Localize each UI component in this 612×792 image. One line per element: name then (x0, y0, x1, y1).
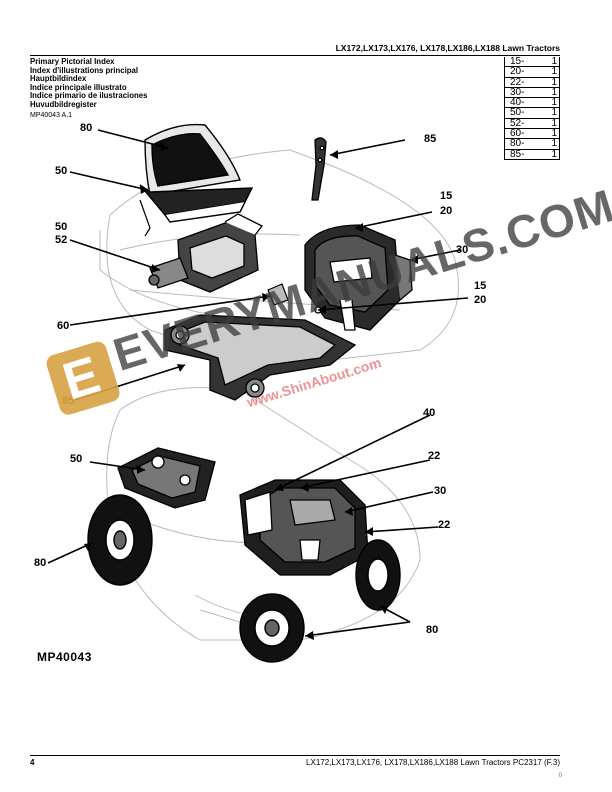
footer-mark: 0 (558, 773, 562, 779)
index-title-it: Indice principale illustrato (30, 82, 127, 92)
callout-20-mid: 20 (474, 294, 487, 306)
table-row[interactable]: 30-1 (504, 87, 560, 99)
leader-lines (47, 129, 469, 637)
index-title-en: Primary Pictorial Index (30, 57, 115, 66)
table-row[interactable]: 80-1 (504, 139, 560, 150)
callout-15-upper: 15 (440, 190, 453, 202)
ref-number: 40- (504, 98, 544, 109)
ref-number: 80- (504, 139, 544, 150)
ref-page: 1 (543, 57, 560, 68)
index-title-fr: Index d'illustrations principal (30, 65, 138, 75)
callout-20-upper: 20 (440, 205, 453, 217)
footer-text: LX172,LX173,LX176, LX178,LX186,LX188 Law… (306, 758, 560, 767)
table-row[interactable]: 85-1 (504, 149, 560, 160)
ref-page: 1 (543, 149, 560, 160)
callout-50-lower: 50 (70, 453, 83, 465)
callout-80-right-wheels: 80 (426, 624, 439, 636)
callout-85-lever: 85 (424, 133, 437, 145)
table-row[interactable]: 20-1 (504, 67, 560, 78)
callout-52-switch: 52 (55, 234, 68, 246)
callout-22-upper: 22 (428, 450, 441, 462)
ref-number: 50- (504, 108, 544, 119)
callout-50-switch: 50 (55, 221, 68, 233)
index-title-es: Indice primario de ilustraciones (30, 91, 148, 100)
table-row[interactable]: 15-1 (504, 57, 560, 68)
reference-table: 15-1 20-1 22-1 30-1 40-1 50-1 52-1 60-1 … (504, 57, 560, 160)
plate-code: MP40043 A.1 (30, 112, 73, 119)
callout-60: 60 (57, 320, 70, 332)
table-row[interactable]: 22-1 (504, 77, 560, 88)
ref-page: 1 (543, 108, 560, 119)
ref-page: 1 (543, 87, 560, 99)
callout-30-lower: 30 (434, 485, 447, 497)
ref-number: 52- (504, 118, 544, 130)
watermark-logo-letter: E (56, 345, 107, 412)
table-row[interactable]: 40-1 (504, 98, 560, 109)
document-title: LX172,LX173,LX176, LX178,LX186,LX188 Law… (335, 43, 560, 53)
callout-50-upper: 50 (55, 165, 68, 177)
ref-number: 30- (504, 87, 544, 99)
table-row[interactable]: 52-1 (504, 118, 560, 130)
callout-30-upper: 30 (456, 244, 469, 256)
callout-80-seat: 80 (80, 122, 93, 134)
table-row[interactable]: 50-1 (504, 108, 560, 119)
callout-15-mid: 15 (474, 280, 487, 292)
table-row[interactable]: 60-1 (504, 128, 560, 140)
ref-number: 22- (504, 77, 544, 88)
ref-page: 1 (543, 98, 560, 109)
callout-22-lower: 22 (438, 519, 451, 531)
ref-page: 1 (543, 77, 560, 88)
seat-assembly-part (139, 123, 254, 223)
ref-number: 85- (504, 149, 544, 160)
index-titles: Primary Pictorial Index Index d'illustra… (30, 57, 148, 109)
ref-number: 20- (504, 67, 544, 78)
callout-80-left-wheel: 80 (34, 557, 47, 569)
ref-number: 60- (504, 128, 544, 140)
page-number: 4 (30, 758, 35, 767)
ref-page: 1 (543, 118, 560, 130)
ref-page: 1 (543, 139, 560, 150)
illustration-label: MP40043 (37, 650, 92, 664)
header-rule (30, 55, 560, 56)
index-title-sv: Huvudbildregister (30, 99, 97, 109)
callout-40: 40 (423, 407, 436, 419)
ref-page: 1 (543, 67, 560, 78)
ref-page: 1 (543, 128, 560, 140)
footer-rule (30, 755, 560, 756)
index-title-de: Hauptbildindex (30, 74, 87, 83)
ref-number: 15- (504, 57, 544, 68)
wheels-part (87, 494, 401, 663)
